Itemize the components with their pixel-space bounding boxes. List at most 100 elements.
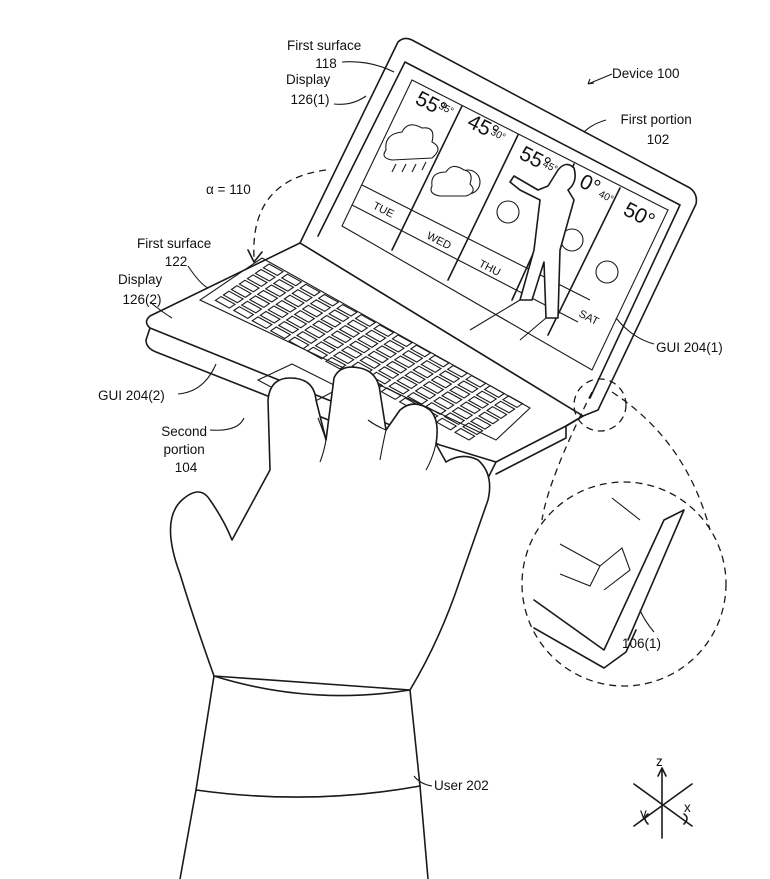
display-126-1 bbox=[341, 79, 669, 371]
label-second-portion-104: Second portion 104 bbox=[161, 424, 211, 475]
keyboard-key bbox=[309, 299, 332, 313]
keyboard-key bbox=[275, 299, 297, 313]
cloud-sun-icon bbox=[430, 165, 481, 197]
keyboard-key bbox=[283, 294, 305, 308]
keyboard-key bbox=[332, 351, 355, 365]
axis-x-label: x bbox=[684, 800, 691, 815]
keyboard-key bbox=[453, 427, 476, 441]
keyboard-key bbox=[428, 354, 450, 368]
keyboard-key bbox=[461, 422, 484, 436]
keyboard-key bbox=[406, 391, 429, 405]
keyboard-key bbox=[433, 396, 455, 410]
keyboard-key bbox=[246, 274, 269, 288]
keyboard-key bbox=[451, 406, 474, 420]
keyboard-key bbox=[267, 305, 289, 319]
keyboard-key bbox=[409, 344, 432, 358]
keyboard-key bbox=[377, 366, 400, 380]
keyboard-key bbox=[483, 385, 506, 398]
keyboard-key bbox=[301, 304, 324, 318]
keyboard-key bbox=[338, 324, 361, 338]
keyboard-key bbox=[435, 417, 458, 431]
keyboard-key bbox=[291, 289, 313, 302]
keyboard-key bbox=[385, 360, 408, 374]
keyboard-key bbox=[356, 335, 379, 348]
keyboard-key bbox=[477, 411, 500, 425]
label-first-portion-102: First portion 102 bbox=[620, 112, 695, 147]
keyboard-key bbox=[475, 390, 498, 404]
label-gui-204-1: GUI 204(1) bbox=[656, 340, 723, 355]
axis-z-label: z bbox=[656, 754, 663, 769]
keyboard-key bbox=[324, 356, 347, 370]
keyboard-key bbox=[412, 365, 434, 379]
keyboard-key bbox=[393, 355, 416, 369]
keyboard-key bbox=[306, 346, 329, 360]
keyboard-key bbox=[259, 310, 281, 324]
keyboard-keys bbox=[214, 263, 524, 441]
keyboard-key bbox=[372, 324, 395, 338]
keyboard-key bbox=[420, 360, 442, 373]
keyboard-key bbox=[359, 356, 382, 369]
rain-cloud-icon bbox=[383, 124, 439, 173]
keyboard-key bbox=[269, 326, 292, 340]
keyboard-key bbox=[328, 309, 350, 323]
keyboard-key bbox=[364, 329, 387, 343]
keyboard-key bbox=[348, 340, 371, 354]
user-hand bbox=[169, 366, 491, 691]
label-first-surface-118: First surface 118 bbox=[287, 38, 365, 71]
keyboard-key bbox=[459, 401, 482, 415]
keyboard-key bbox=[293, 310, 316, 323]
leader-lines bbox=[149, 61, 655, 787]
keyboard-key bbox=[501, 395, 524, 409]
keyboard-key bbox=[446, 364, 469, 378]
sun-icon bbox=[496, 200, 520, 224]
axis-y-label: y bbox=[640, 806, 647, 821]
label-first-surface-118-l2: 118 bbox=[315, 56, 337, 71]
keyboard-key bbox=[467, 395, 490, 409]
keyboard-key bbox=[441, 391, 463, 405]
keyboard-key bbox=[396, 376, 418, 390]
keyboard-key bbox=[288, 336, 310, 350]
keyboard-key bbox=[438, 370, 461, 384]
label-hinge-106-1: 106(1) bbox=[622, 636, 661, 651]
keyboard-key bbox=[425, 402, 447, 415]
keyboard-key bbox=[214, 295, 237, 309]
gui-204-1 bbox=[351, 105, 621, 341]
label-display-126-2: Display 126(2) bbox=[118, 272, 166, 307]
keyboard-key bbox=[296, 331, 318, 344]
keyboard-key bbox=[430, 375, 453, 389]
keyboard-key bbox=[256, 289, 279, 303]
keyboard-key bbox=[262, 263, 285, 277]
keyboard-key bbox=[248, 295, 271, 309]
keyboard-key bbox=[240, 300, 263, 314]
keyboard-key bbox=[493, 400, 516, 414]
angle-arc bbox=[253, 169, 327, 259]
keyboard-key bbox=[222, 290, 245, 304]
keyboard-key bbox=[299, 283, 321, 297]
keyboard-key bbox=[367, 350, 390, 364]
keyboard-key bbox=[354, 314, 377, 327]
label-device-100: Device 100 bbox=[612, 66, 680, 81]
keyboard-key bbox=[485, 406, 508, 419]
axis-indicator bbox=[633, 767, 693, 839]
keyboard-key bbox=[312, 320, 334, 334]
hinge-detail bbox=[521, 378, 727, 687]
keyboard-key bbox=[401, 349, 424, 363]
sun-icon bbox=[595, 260, 619, 284]
label-user-202: User 202 bbox=[434, 778, 489, 793]
keyboard-key bbox=[380, 387, 402, 401]
keyboard-key bbox=[238, 279, 261, 293]
keyboard-key bbox=[414, 386, 437, 400]
keyboard-key bbox=[272, 278, 295, 292]
label-gui-204-2: GUI 204(2) bbox=[98, 388, 165, 403]
keyboard-key bbox=[304, 325, 326, 339]
keyboard-key bbox=[469, 416, 492, 430]
keyboard-key bbox=[264, 284, 287, 298]
keyboard-key bbox=[443, 412, 466, 426]
keyboard-key bbox=[232, 306, 255, 319]
keyboard-key bbox=[449, 385, 471, 399]
keyboard-key bbox=[314, 341, 337, 355]
keyboard-key bbox=[230, 285, 253, 298]
keyboard-key bbox=[422, 381, 445, 394]
keyboard-key bbox=[285, 315, 308, 329]
